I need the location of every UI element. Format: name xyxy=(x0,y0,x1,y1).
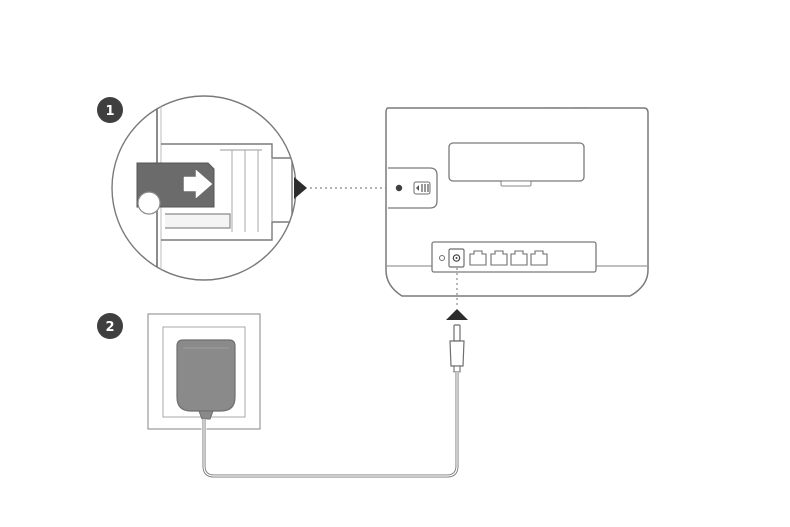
step-1-badge: 1 xyxy=(97,97,123,123)
power-cable-icon xyxy=(201,372,460,479)
step-1-number: 1 xyxy=(105,104,114,119)
step-2-number: 2 xyxy=(105,320,114,335)
router-rear-view-icon xyxy=(385,107,649,297)
dc-plug-icon xyxy=(449,324,465,373)
step-2-badge: 2 xyxy=(97,313,123,339)
ethernet-port-icons xyxy=(469,250,548,266)
power-guide-line xyxy=(446,268,468,320)
pointer-arrow-icon xyxy=(294,177,391,199)
power-adapter-in-outlet-icon xyxy=(147,313,261,430)
sim-insert-magnifier-icon xyxy=(111,95,297,281)
